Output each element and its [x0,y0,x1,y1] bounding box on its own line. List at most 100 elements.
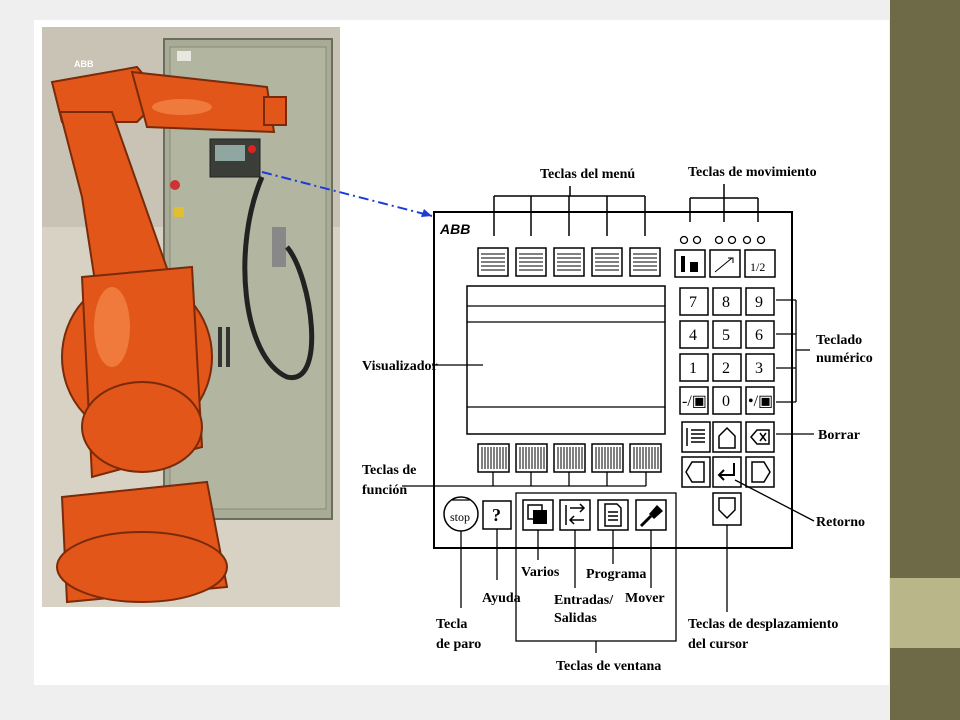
robot-photo: ABB [42,27,340,607]
keypad-key[interactable]: -/▣ [679,386,709,415]
label-stop-key-2: de paro [436,637,481,652]
motion-unit-key[interactable] [674,249,706,278]
label-misc: Varios [521,565,560,580]
pendant-estop [248,145,256,153]
label-help: Ayuda [482,591,521,606]
keypad-key[interactable]: 3 [745,353,775,382]
svg-text:2: 2 [722,360,730,377]
label-enter: Retorno [816,515,865,530]
label-stop-key-1: Tecla [436,617,467,632]
misc-window-key[interactable] [522,499,554,531]
menu-keys-bracket [493,186,646,236]
label-numeric-keypad-1: Teclado [816,333,862,348]
motion-keys-bracket [689,184,759,222]
label-move: Mover [625,591,665,606]
svg-text:7: 7 [689,294,697,311]
warning-sign [174,207,184,217]
label-function-keys-1: Teclas de [362,463,416,478]
list-key[interactable] [681,421,711,453]
cursor-right-key[interactable] [745,456,775,488]
program-window-key[interactable] [597,499,629,531]
keypad-key[interactable]: 0 [712,386,742,415]
cursor-up-key[interactable] [712,421,742,453]
display-screen [466,285,666,435]
svg-text:0: 0 [722,393,730,410]
motion-indicator-leds [679,235,766,245]
function-key[interactable] [477,443,510,473]
motion-type-key[interactable] [709,249,741,278]
svg-text:9: 9 [755,294,763,311]
cabinet-switch [170,180,180,190]
label-program: Programa [586,567,646,582]
menu-key[interactable] [553,247,585,277]
pendant-diagram: ABB Teclas del menú Teclas de movimiento… [362,165,873,674]
keypad-key[interactable]: 5 [712,320,742,349]
keypad-key[interactable]: 8 [712,287,742,316]
cabinet-slot [218,327,222,367]
svg-text:8: 8 [722,294,730,311]
function-keys-bracket [402,472,647,487]
bottom-leaders [460,525,728,653]
keypad-key[interactable]: 2 [712,353,742,382]
enter-pointer [734,479,815,522]
function-keys [477,443,662,473]
function-key[interactable] [515,443,548,473]
function-key[interactable] [629,443,662,473]
cursor-left-key[interactable] [681,456,711,488]
motion-increment-key[interactable]: 1/2 [744,249,776,278]
cursor-down-key[interactable] [712,492,742,526]
label-io-1: Entradas/ [554,593,614,608]
function-key[interactable] [553,443,586,473]
window-keys [522,499,667,531]
label-window-keys: Teclas de ventana [556,659,661,674]
keypad-key[interactable]: 1 [679,353,709,382]
keypad-key[interactable]: 6 [745,320,775,349]
help-key[interactable]: ? [482,500,512,530]
svg-text:6: 6 [755,327,763,344]
svg-text:-/▣: -/▣ [682,393,707,410]
menu-keys [477,247,661,277]
function-key[interactable] [591,443,624,473]
pendant-link-arrow [261,171,433,217]
cabinet-handle [272,227,286,267]
label-cursor-keys-2: del cursor [688,637,748,652]
arrow-head [421,209,432,217]
svg-text:4: 4 [689,327,697,344]
robot-highlights [94,99,212,367]
svg-text:•/▣: •/▣ [748,393,773,410]
side-accent [890,578,960,648]
move-window-key[interactable] [635,499,667,531]
keypad-key[interactable]: •/▣ [745,386,775,415]
label-io-2: Salidas [554,611,597,626]
keypad-key[interactable]: 4 [679,320,709,349]
menu-key[interactable] [515,247,547,277]
keypad-key[interactable]: 9 [745,287,775,316]
menu-key[interactable] [477,247,509,277]
menu-key[interactable] [629,247,661,277]
svg-text:3: 3 [755,360,763,377]
svg-text:1: 1 [689,360,697,377]
menu-key[interactable] [591,247,623,277]
numeric-keypad: 7 8 9 4 5 6 1 2 3 -/▣ 0 •/▣ [679,287,775,415]
label-menu-keys: Teclas del menú [540,167,635,182]
label-cursor-keys-1: Teclas de desplazamiento [688,617,838,632]
delete-key[interactable] [745,421,775,453]
label-numeric-keypad-2: numérico [816,351,873,366]
svg-text:1/2: 1/2 [750,260,765,274]
label-delete: Borrar [818,428,860,443]
keypad-key[interactable]: 7 [679,287,709,316]
pendant-brand: ABB [439,221,470,237]
io-window-key[interactable] [559,499,591,531]
cabinet-slot [226,327,230,367]
label-function-keys-2: función [362,483,407,498]
enter-key[interactable] [712,456,742,488]
cursor-keys [681,421,775,526]
robot-logo: ABB [74,59,94,69]
svg-text:5: 5 [722,327,730,344]
svg-text:stop: stop [450,510,470,524]
label-display: Visualizador [362,359,438,374]
stop-key[interactable]: stop [443,496,479,532]
pendant-cable [242,176,315,380]
pendant-screen [215,145,245,161]
